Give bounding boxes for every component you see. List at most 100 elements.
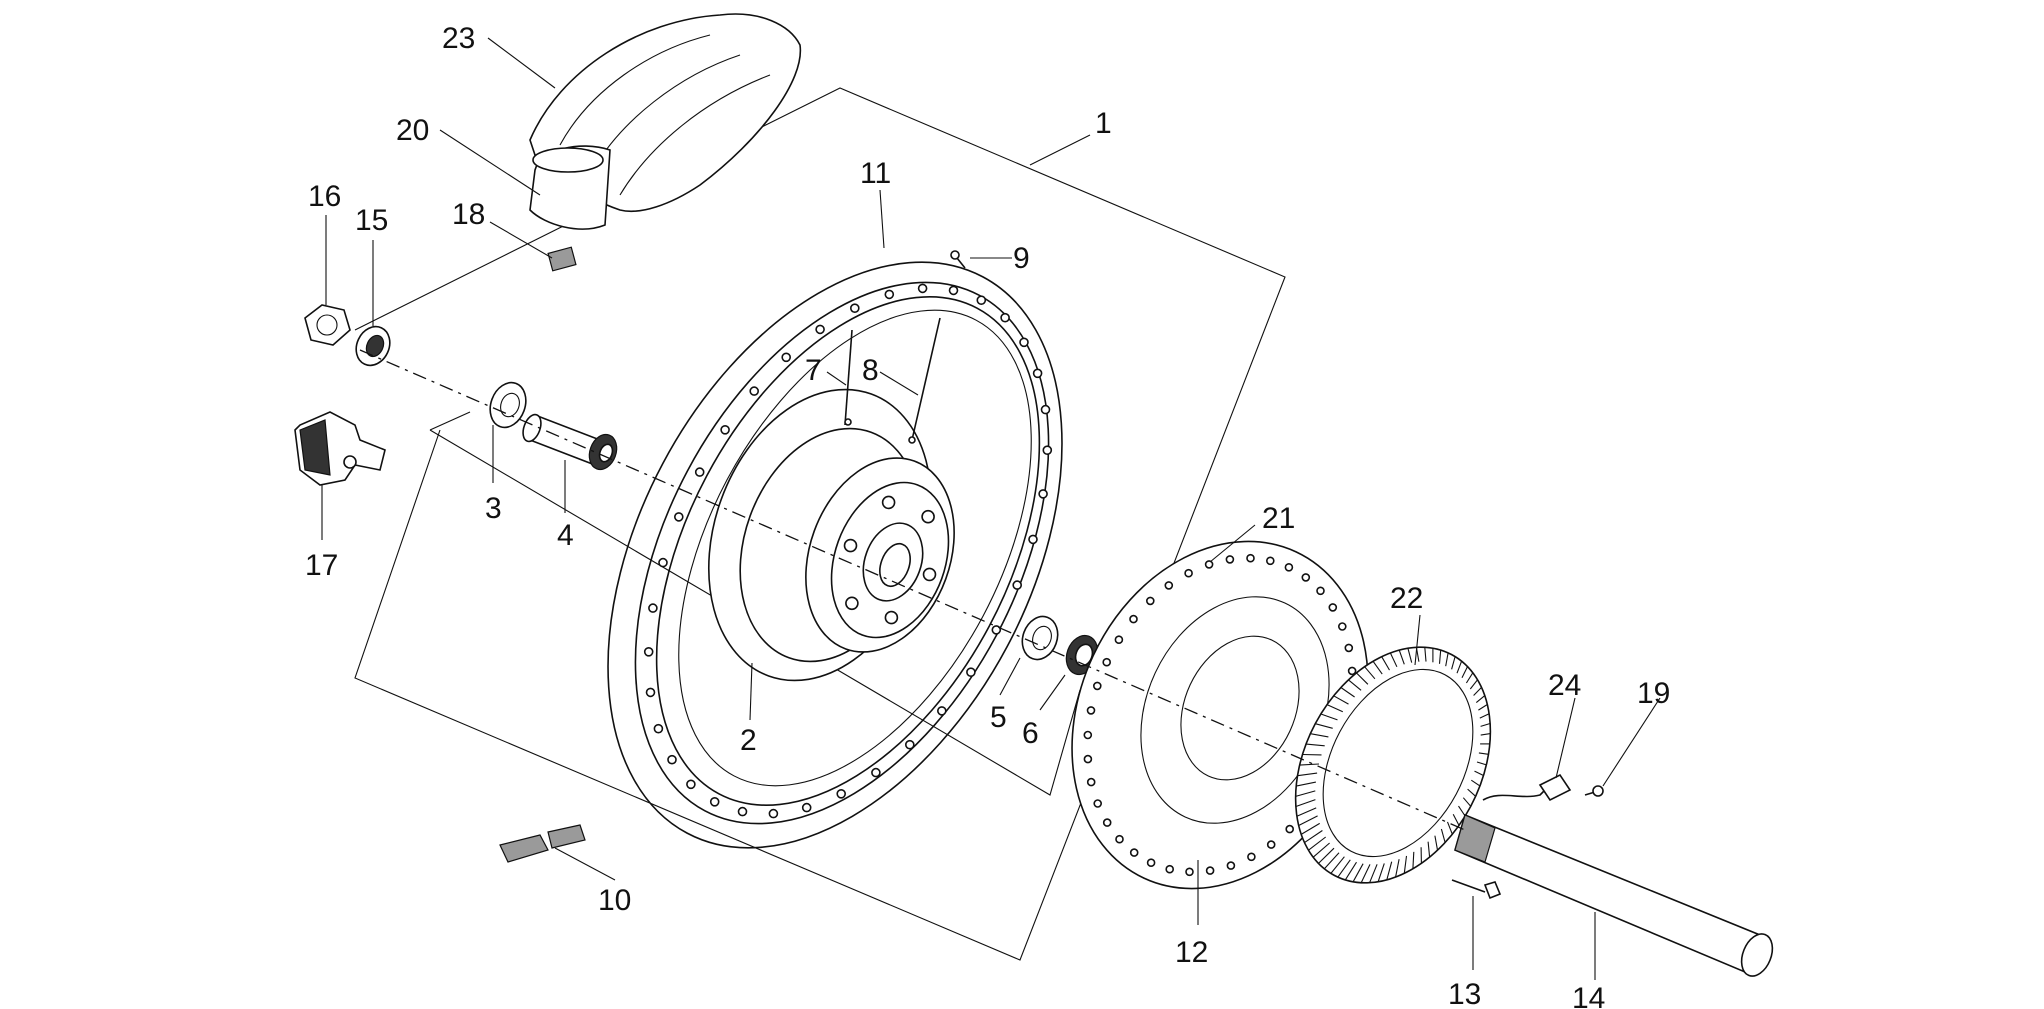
tone-ring-tooth bbox=[1295, 790, 1316, 797]
disc-hole bbox=[1165, 864, 1174, 874]
wheel-weight bbox=[499, 824, 586, 863]
tone-ring-tooth bbox=[1445, 652, 1449, 667]
tone-ring-tooth bbox=[1306, 743, 1325, 747]
disc-hole bbox=[1164, 581, 1174, 590]
tone-ring-tooth bbox=[1469, 679, 1478, 690]
tone-ring-tooth bbox=[1461, 666, 1468, 679]
tone-ring-tooth bbox=[1456, 661, 1463, 674]
rim-hole bbox=[904, 739, 915, 750]
rim-hole bbox=[653, 723, 664, 734]
rim-hole bbox=[849, 303, 860, 314]
tone-ring-tooth bbox=[1458, 805, 1466, 817]
rim-hole bbox=[1019, 337, 1029, 348]
tone-ring-tooth bbox=[1323, 852, 1340, 870]
rim-hole bbox=[948, 285, 959, 296]
disc-hole bbox=[1114, 635, 1124, 645]
tone-ring-tooth bbox=[1330, 856, 1345, 874]
disc-hole bbox=[1247, 852, 1256, 862]
callout-5: 5 bbox=[990, 701, 1007, 734]
tone-ring-tooth bbox=[1434, 835, 1439, 851]
tone-ring-tooth bbox=[1446, 821, 1453, 835]
disc-hole bbox=[1204, 560, 1214, 569]
rim-hole bbox=[1032, 368, 1043, 379]
rim-hole bbox=[686, 779, 696, 790]
rim-hole bbox=[709, 796, 720, 807]
disc-hole bbox=[1102, 818, 1112, 827]
disc-hole bbox=[1266, 556, 1275, 566]
tone-ring-tooth bbox=[1427, 841, 1431, 858]
rim-hole bbox=[737, 806, 748, 817]
disc-hole bbox=[1347, 666, 1357, 676]
leader-lines bbox=[321, 37, 1661, 980]
tone-ring-tooth bbox=[1318, 847, 1335, 864]
hub-bolt bbox=[921, 509, 935, 524]
disc-hole bbox=[1301, 573, 1311, 582]
rim-hole bbox=[936, 706, 947, 716]
rim-hole bbox=[884, 289, 895, 300]
tone-ring-tooth bbox=[1295, 799, 1316, 808]
tone-ring-tooth bbox=[1424, 647, 1427, 662]
tone-ring-tooth bbox=[1474, 770, 1484, 776]
rim-hole bbox=[720, 424, 730, 435]
disc-hole bbox=[1285, 824, 1294, 834]
callout-10: 10 bbox=[598, 884, 631, 917]
callout-11: 11 bbox=[860, 157, 891, 190]
tone-ring-tooth bbox=[1475, 695, 1486, 704]
rim-hole bbox=[815, 324, 825, 335]
disc-hole bbox=[1083, 730, 1093, 740]
callout-8: 8 bbox=[862, 354, 879, 387]
disc-hole bbox=[1246, 553, 1255, 563]
callout-1: 1 bbox=[1095, 107, 1112, 140]
tone-ring-tooth bbox=[1480, 722, 1491, 727]
tone-ring-tooth bbox=[1465, 672, 1474, 684]
disc-hole bbox=[1344, 643, 1354, 653]
tone-ring-tooth bbox=[1412, 851, 1415, 869]
valve-screw bbox=[950, 250, 966, 269]
hub bbox=[707, 388, 955, 682]
tone-ring-tooth bbox=[1344, 861, 1357, 881]
tone-ring-tooth bbox=[1451, 656, 1456, 670]
disc-hole bbox=[1086, 777, 1096, 787]
rim-hole bbox=[643, 646, 654, 657]
disc-hole bbox=[1225, 555, 1235, 564]
rim-hole bbox=[673, 512, 684, 522]
callout-23: 23 bbox=[442, 22, 475, 55]
rim-hole bbox=[648, 603, 658, 613]
disc-hole bbox=[1226, 861, 1236, 870]
washer bbox=[355, 325, 391, 367]
rim-hole bbox=[836, 788, 847, 799]
callout-9: 9 bbox=[1013, 242, 1030, 275]
rim-hole bbox=[1038, 489, 1048, 499]
rim-hole bbox=[801, 802, 812, 813]
hub-bolt bbox=[884, 610, 899, 625]
sensor-bracket bbox=[1482, 773, 1572, 802]
rim-hole bbox=[1012, 580, 1023, 590]
callout-20: 20 bbox=[396, 114, 429, 147]
tone-ring-tooth bbox=[1467, 788, 1476, 797]
disc-hole bbox=[1083, 754, 1093, 764]
tone-ring-tooth bbox=[1310, 733, 1329, 738]
callout-3: 3 bbox=[485, 492, 502, 525]
callout-19: 19 bbox=[1637, 677, 1670, 710]
disc-hole bbox=[1102, 657, 1111, 667]
rim-hole bbox=[871, 767, 881, 778]
spokes bbox=[844, 317, 941, 444]
disc-hole bbox=[1185, 867, 1194, 877]
disc-hole bbox=[1115, 834, 1124, 844]
tone-ring-tooth bbox=[1395, 859, 1400, 878]
callout-13: 13 bbox=[1448, 978, 1481, 1009]
tone-ring-tooth bbox=[1381, 656, 1390, 671]
tone-ring-tooth bbox=[1300, 822, 1320, 835]
disc-hole bbox=[1338, 622, 1347, 631]
tone-ring-tooth bbox=[1308, 836, 1327, 851]
tone-ring-tooth bbox=[1473, 687, 1482, 696]
tone-ring-tooth bbox=[1478, 704, 1488, 711]
tone-ring-teeth bbox=[1295, 647, 1491, 883]
tone-ring-tooth bbox=[1369, 864, 1378, 883]
tone-ring-tooth bbox=[1480, 733, 1491, 736]
disc-hole bbox=[1093, 681, 1102, 691]
valve bbox=[547, 246, 577, 272]
wheel-axle bbox=[1454, 813, 1774, 977]
